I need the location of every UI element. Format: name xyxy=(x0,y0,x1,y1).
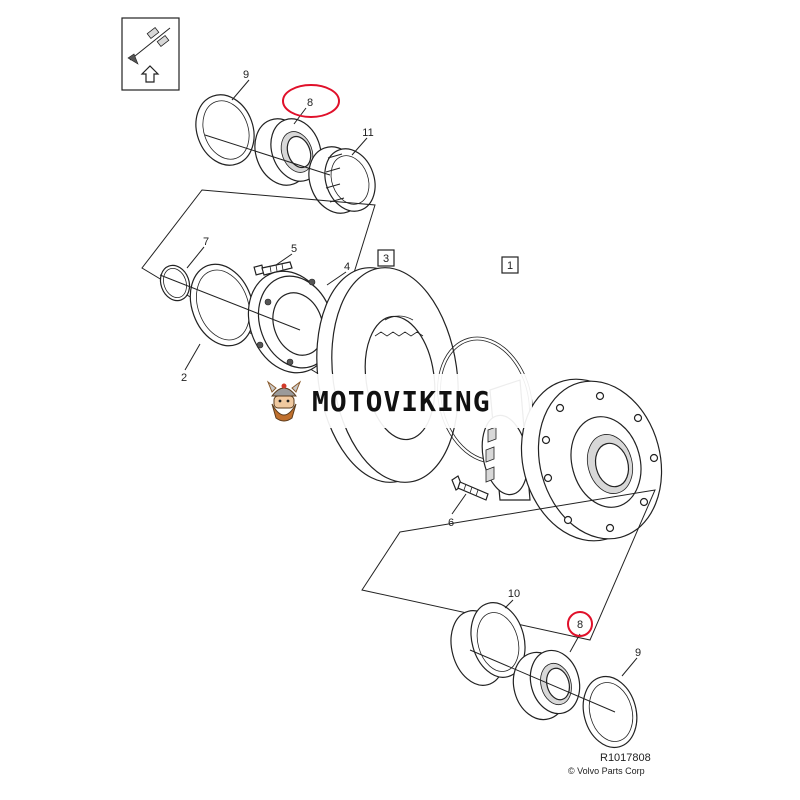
part-7-oring xyxy=(159,264,191,302)
highlight-circle-8-top xyxy=(282,84,340,118)
highlight-circle-8-bottom xyxy=(567,611,593,637)
callout-box-3 xyxy=(377,249,395,267)
callout-6: 6 xyxy=(448,517,454,529)
part-6-stud xyxy=(451,475,489,501)
copyright-text: © Volvo Parts Corp xyxy=(568,766,645,776)
part-8-bearing-bottom xyxy=(512,649,581,721)
watermark-text: MOTOVIKING xyxy=(312,384,491,418)
part-11-roller-cage xyxy=(308,146,376,214)
callout-9-bottom: 9 xyxy=(635,647,641,659)
leader-lines xyxy=(184,79,638,677)
part-1-wheel-hub xyxy=(481,378,663,542)
watermark-banner: MOTOVIKING xyxy=(262,374,532,428)
callout-box-1 xyxy=(501,256,519,274)
part-2-seal xyxy=(189,263,255,347)
callout-1: 1 xyxy=(507,260,513,272)
callout-9-top: 9 xyxy=(243,69,249,81)
callout-5: 5 xyxy=(291,243,297,255)
callout-10: 10 xyxy=(508,588,520,600)
part-10-bearing-cup xyxy=(450,602,526,686)
callout-8-top: 8 xyxy=(307,97,313,109)
callout-11: 11 xyxy=(362,127,373,139)
callout-8-bottom: 8 xyxy=(577,619,583,631)
part-5-bolt xyxy=(253,261,293,276)
orientation-icon xyxy=(121,17,180,91)
callout-7: 7 xyxy=(203,236,209,248)
part-9-seal-bottom xyxy=(582,675,638,749)
part-9-seal-top xyxy=(195,94,255,166)
drawing-number: R1017808 xyxy=(600,752,651,764)
callout-4: 4 xyxy=(344,261,350,273)
viking-logo-icon xyxy=(266,380,302,422)
part-4-abs-ring xyxy=(247,270,335,374)
callout-2: 2 xyxy=(181,372,187,384)
callout-3: 3 xyxy=(383,253,389,265)
